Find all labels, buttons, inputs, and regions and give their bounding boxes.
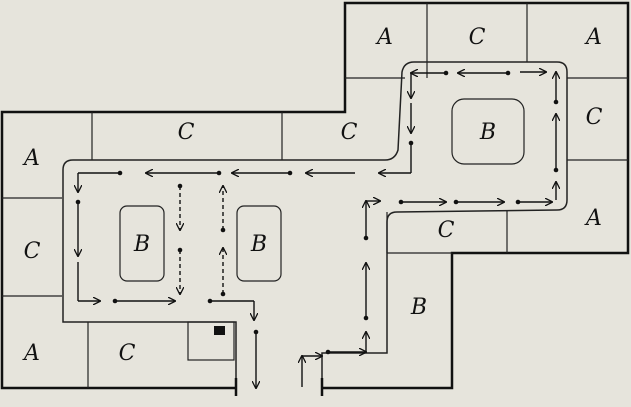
booth-labels: A C A C C C A C A C A C B B B B — [22, 25, 603, 366]
visitor-route — [78, 72, 556, 388]
route-waypoints — [75, 70, 559, 355]
booth-label: C — [438, 218, 455, 243]
booth-label: B — [479, 120, 496, 145]
booth-label: B — [410, 295, 427, 320]
booth-label: C — [469, 25, 486, 50]
outer-wall — [0, 1, 630, 390]
corridor-outline — [62, 61, 568, 388]
booth-label: C — [178, 120, 195, 145]
booth-label: A — [584, 25, 602, 50]
booth-label: C — [24, 239, 41, 264]
booth-label: A — [584, 206, 602, 231]
booth-label: B — [133, 232, 150, 257]
booth-label: A — [22, 146, 40, 171]
booth-label: C — [119, 341, 136, 366]
booth-label: A — [375, 25, 393, 50]
counter-box — [187, 321, 235, 361]
counter-marker — [214, 326, 225, 335]
booth-label: C — [341, 120, 358, 145]
booth-partitions — [2, 3, 628, 388]
island-booths — [119, 98, 525, 282]
booth-label: C — [586, 105, 603, 130]
booth-label: B — [250, 232, 267, 257]
booth-label: A — [22, 341, 40, 366]
